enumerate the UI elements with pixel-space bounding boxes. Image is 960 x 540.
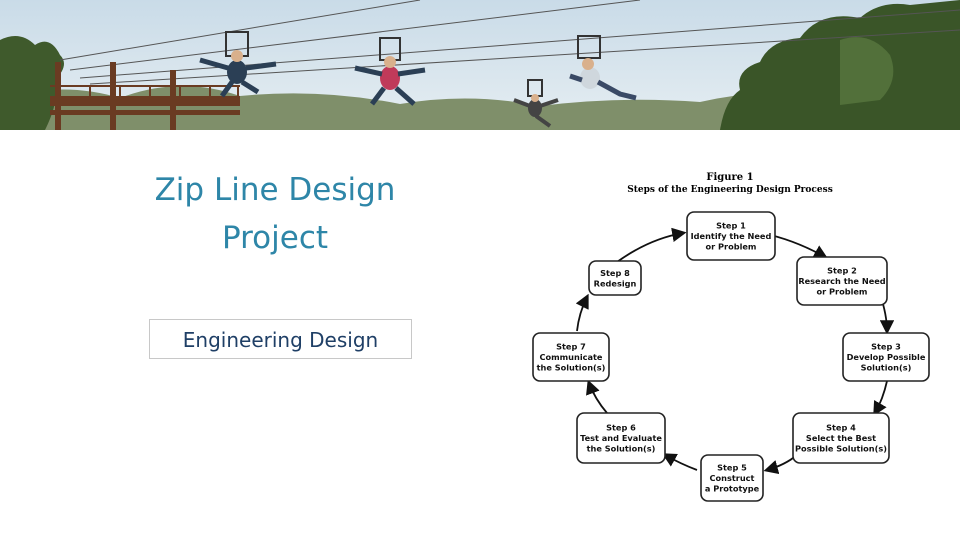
step-description-line: Identify the Need bbox=[691, 231, 772, 241]
step-description-line: a Prototype bbox=[705, 484, 760, 494]
figure-caption: Steps of the Engineering Design Process bbox=[627, 185, 833, 195]
figure-label: Figure 1 bbox=[706, 172, 753, 183]
design-process-figure: Figure 1 Steps of the Engineering Design… bbox=[532, 172, 930, 502]
step-box-frame bbox=[792, 412, 890, 464]
cycle-arrow-8-1 bbox=[616, 227, 687, 263]
step-description-line: Possible Solution(s) bbox=[795, 444, 887, 454]
step-description-line: Communicate bbox=[539, 352, 602, 362]
step-number-label: Step 7 bbox=[556, 342, 586, 352]
step-box-frame bbox=[532, 332, 610, 382]
slide-title-line2: Project bbox=[221, 220, 329, 256]
step-description-line: Research the Need bbox=[798, 276, 885, 286]
slide-title-line1: Zip Line Design bbox=[154, 172, 396, 208]
step-number-label: Step 6 bbox=[606, 423, 636, 433]
step-box-frame bbox=[588, 260, 642, 296]
step-description-line: the Solution(s) bbox=[537, 363, 606, 373]
step-description-line: or Problem bbox=[706, 242, 757, 252]
step-number-label: Step 5 bbox=[717, 463, 747, 473]
cycle-arrow-5-6 bbox=[661, 453, 698, 471]
step-box-frame bbox=[842, 332, 930, 382]
step-number-label: Step 3 bbox=[871, 342, 901, 352]
cycle-arrow-7-8 bbox=[575, 293, 589, 332]
step-description-line: Select the Best bbox=[806, 433, 876, 443]
step-description-line: Construct bbox=[710, 473, 755, 483]
step-description-line: Redesign bbox=[594, 278, 637, 288]
step-description-line: Solution(s) bbox=[861, 363, 912, 373]
step-box-frame bbox=[700, 454, 764, 502]
step-number-label: Step 4 bbox=[826, 423, 856, 433]
step-number-label: Step 1 bbox=[716, 221, 746, 231]
step-box-frame bbox=[796, 256, 888, 306]
cycle-arrow-3-4 bbox=[873, 380, 888, 417]
step-description-line: Test and Evaluate bbox=[580, 433, 662, 443]
step-description-line: or Problem bbox=[817, 287, 868, 297]
zip-line-banner-photo bbox=[0, 0, 960, 130]
step-box-frame bbox=[576, 412, 666, 464]
slide-title: Zip Line Design Project bbox=[120, 166, 430, 262]
zip-line-photo-icon bbox=[0, 0, 960, 130]
step-description-line: Develop Possible bbox=[847, 352, 926, 362]
cycle-arrow-6-7 bbox=[586, 379, 608, 414]
step-number-label: Step 2 bbox=[827, 266, 857, 276]
step-number-label: Step 8 bbox=[600, 268, 630, 278]
step-box-frame bbox=[686, 211, 776, 261]
slide-subtitle-box: Engineering Design bbox=[149, 319, 412, 359]
step-description-line: the Solution(s) bbox=[587, 444, 656, 454]
